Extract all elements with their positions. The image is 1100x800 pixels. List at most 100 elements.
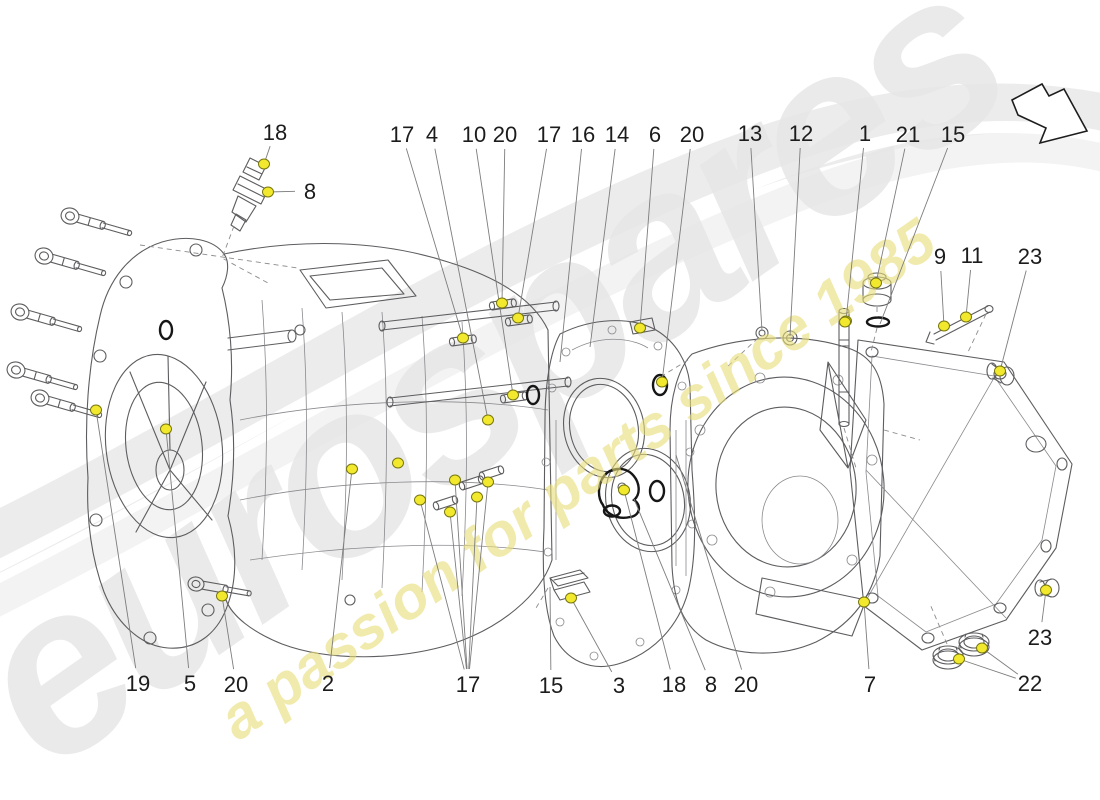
part-callout-15[interactable]: 15 [941,122,965,147]
leader-line [329,468,353,669]
left-end-cover [85,237,297,649]
leader-line [633,498,706,671]
part-marker-dot [960,311,972,323]
leader-line [639,148,655,329]
part-callout-12[interactable]: 12 [789,121,813,146]
part-callout-8[interactable]: 8 [304,179,316,204]
leader-line [981,647,1019,675]
direction-arrow-icon [1010,82,1089,145]
part-callout-6[interactable]: 6 [649,122,661,147]
part-marker-dot [449,474,461,486]
part-callout-10[interactable]: 10 [462,122,486,147]
part-marker-dot [953,653,965,665]
leader-line [405,148,464,339]
leader-line [501,148,506,304]
leader-line [661,148,691,383]
part-callout-13[interactable]: 13 [738,121,762,146]
part-marker-dot [90,404,102,416]
rail-stud [488,298,517,311]
part-marker-dot [976,642,988,654]
leader-line [517,148,547,319]
part-marker-dot [507,389,519,401]
intermediate-plate [525,317,697,668]
part-callout-3[interactable]: 3 [613,673,625,698]
leader-line [469,481,489,670]
part-callout-16[interactable]: 16 [571,122,595,147]
part-callout-22[interactable]: 22 [1018,671,1042,696]
selector-pin-rod [925,304,994,353]
part-marker-dot [618,484,630,496]
part-callout-11[interactable]: 11 [961,243,984,268]
part-callout-5[interactable]: 5 [184,671,196,696]
part-markers-layer [90,158,1052,665]
part-callout-14[interactable]: 14 [605,122,629,147]
leader-line [879,147,949,325]
bolt [10,303,83,333]
leader-line [449,511,467,670]
part-marker-dot [994,365,1006,377]
part-callout-20[interactable]: 20 [734,672,758,697]
part-callout-9[interactable]: 9 [934,244,946,269]
watermark-swoosh [0,83,1100,617]
part-marker-dot [258,158,270,170]
part-marker-dot [414,494,426,506]
gearbox-drawing [6,157,1073,670]
leader-line [165,428,190,669]
part-callout-20[interactable]: 20 [224,672,248,697]
leader-line [95,409,137,669]
leader-line [623,489,671,670]
part-marker-dot [346,463,358,475]
leader-line [875,148,906,284]
bolt [187,576,252,597]
part-callout-18[interactable]: 18 [263,120,287,145]
part-marker-dot [482,476,494,488]
part-callout-7[interactable]: 7 [864,672,876,697]
part-callout-21[interactable]: 21 [896,122,920,147]
leader-line [454,479,468,670]
part-marker-dot [1040,584,1052,596]
part-marker-dot [216,590,228,602]
part-marker-dot [565,592,577,604]
part-callout-2[interactable]: 2 [322,671,334,696]
callout-labels-layer: 18 8 17 4 10 20 17 16 14 6 20 13 12 1 21 15 9 11 23 19 5 20 2 1… [126,120,1052,698]
part-marker-dot [656,376,668,388]
oil-dipstick [838,307,857,469]
leader-line [468,496,478,670]
part-callout-1[interactable]: 1 [859,121,871,146]
part-callout-20[interactable]: 20 [680,122,704,147]
bolt [30,389,103,419]
rail-stud [432,495,459,511]
part-callout-17[interactable]: 17 [537,122,561,147]
part-callout-4[interactable]: 4 [426,122,438,147]
part-callout-15[interactable]: 15 [539,673,563,698]
leader-line [675,454,743,670]
rear-frame [849,339,1073,651]
part-callout-17[interactable]: 17 [456,672,480,697]
leader-line [589,148,616,348]
part-callout-19[interactable]: 19 [126,671,150,696]
leader-line [750,147,763,332]
part-callout-17[interactable]: 17 [390,122,414,147]
bracket-part [535,569,591,609]
part-marker-dot [496,297,508,309]
part-callout-18[interactable]: 18 [662,672,686,697]
rail-stud [478,465,505,481]
leader-line [845,147,864,322]
part-marker-dot [870,277,882,289]
part-marker-dot [512,312,524,324]
part-callout-23[interactable]: 23 [1028,625,1052,650]
part-marker-dot [262,186,274,198]
part-callout-20[interactable]: 20 [493,122,517,147]
part-marker-dot [160,423,172,435]
bolt [60,207,133,237]
speed-sensor-part [221,157,269,284]
leader-line [475,148,514,396]
part-callout-23[interactable]: 23 [1018,244,1042,269]
leader-line [549,586,552,671]
leader-line [221,595,235,670]
leader-line [419,499,465,670]
leader-line [965,269,972,318]
part-marker-dot [444,506,456,518]
part-callout-8[interactable]: 8 [705,672,717,697]
